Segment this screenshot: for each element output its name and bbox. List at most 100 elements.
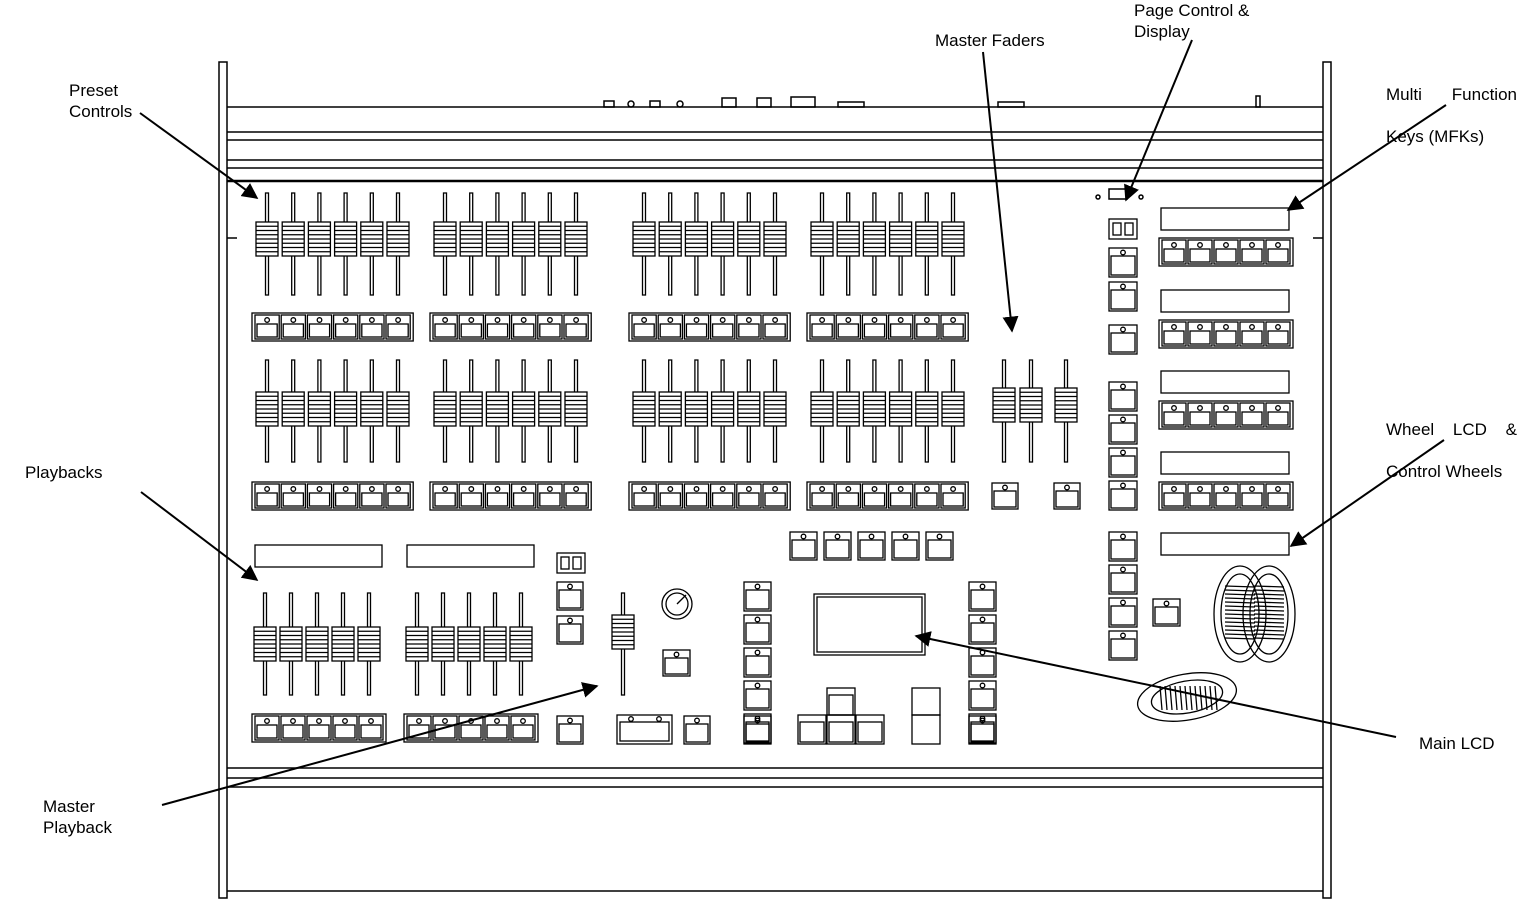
preset-fader[interactable] xyxy=(684,192,709,296)
upper-key[interactable] xyxy=(891,531,920,561)
row-button[interactable] xyxy=(537,483,563,509)
row-button[interactable] xyxy=(254,314,280,340)
preset-fader[interactable] xyxy=(255,359,279,463)
preset-fader[interactable] xyxy=(485,192,510,296)
row-button[interactable] xyxy=(359,483,385,509)
preset-fader[interactable] xyxy=(281,359,305,463)
preset-fader[interactable] xyxy=(710,192,735,296)
cursor-left[interactable] xyxy=(797,714,827,745)
right-column-key[interactable] xyxy=(1108,414,1138,445)
row-button[interactable] xyxy=(1265,402,1291,428)
row-button[interactable] xyxy=(306,715,332,741)
row-button[interactable] xyxy=(332,715,358,741)
row-button[interactable] xyxy=(359,314,385,340)
preset-fader[interactable] xyxy=(737,359,761,463)
row-button[interactable] xyxy=(537,314,563,340)
playback-page-button[interactable] xyxy=(556,581,584,611)
row-button[interactable] xyxy=(306,483,333,509)
row-button[interactable] xyxy=(631,483,657,509)
preset-fader[interactable] xyxy=(485,359,510,463)
playback-fader[interactable] xyxy=(357,592,381,696)
go-button[interactable] xyxy=(556,715,584,745)
function-key[interactable] xyxy=(968,715,997,745)
preset-fader[interactable] xyxy=(763,192,787,296)
row-button[interactable] xyxy=(914,314,940,340)
preset-fader[interactable] xyxy=(658,192,682,296)
cursor-keys[interactable] xyxy=(797,687,941,745)
right-column-key[interactable] xyxy=(1108,597,1138,628)
row-button[interactable] xyxy=(1239,239,1265,265)
preset-fader[interactable] xyxy=(433,192,457,296)
upper-key[interactable] xyxy=(823,531,852,561)
row-button[interactable] xyxy=(762,314,788,340)
preset-fader[interactable] xyxy=(915,359,939,463)
aux-key[interactable] xyxy=(911,714,941,745)
row-button[interactable] xyxy=(1239,321,1265,347)
function-key[interactable] xyxy=(743,680,772,711)
playback-fader[interactable] xyxy=(457,592,481,696)
preset-fader[interactable] xyxy=(941,192,965,296)
row-button[interactable] xyxy=(861,314,888,340)
preset-fader[interactable] xyxy=(836,359,860,463)
row-button[interactable] xyxy=(1213,321,1239,347)
row-button[interactable] xyxy=(683,314,710,340)
preset-fader[interactable] xyxy=(281,192,305,296)
row-button[interactable] xyxy=(332,314,359,340)
function-key[interactable] xyxy=(743,614,772,645)
row-button[interactable] xyxy=(1265,321,1291,347)
preset-fader[interactable] xyxy=(564,192,588,296)
preset-fader[interactable] xyxy=(386,359,410,463)
row-button[interactable] xyxy=(1265,239,1291,265)
preset-fader[interactable] xyxy=(307,359,332,463)
row-button[interactable] xyxy=(1213,483,1239,509)
row-button[interactable] xyxy=(940,314,966,340)
function-key[interactable] xyxy=(743,715,772,745)
row-button[interactable] xyxy=(887,314,914,340)
playback-fader[interactable] xyxy=(331,592,355,696)
row-button[interactable] xyxy=(1187,321,1213,347)
row-button[interactable] xyxy=(306,314,333,340)
row-button[interactable] xyxy=(432,483,458,509)
master-fader[interactable] xyxy=(1019,359,1043,463)
row-button[interactable] xyxy=(736,314,762,340)
row-button[interactable] xyxy=(358,715,384,741)
row-button[interactable] xyxy=(280,715,306,741)
preset-fader[interactable] xyxy=(360,359,384,463)
row-button[interactable] xyxy=(1239,402,1265,428)
row-button[interactable] xyxy=(385,483,411,509)
preset-fader[interactable] xyxy=(658,359,682,463)
playback-fader[interactable] xyxy=(509,592,533,696)
row-button[interactable] xyxy=(385,314,411,340)
row-button[interactable] xyxy=(406,715,432,741)
master-fader[interactable] xyxy=(1054,359,1078,463)
row-button[interactable] xyxy=(709,483,736,509)
row-button[interactable] xyxy=(683,483,710,509)
row-button[interactable] xyxy=(940,483,966,509)
preset-fader[interactable] xyxy=(255,192,279,296)
row-button[interactable] xyxy=(332,483,359,509)
function-key[interactable] xyxy=(968,581,997,612)
preset-fader[interactable] xyxy=(710,359,735,463)
row-button[interactable] xyxy=(432,715,458,741)
row-button[interactable] xyxy=(1161,402,1187,428)
preset-fader[interactable] xyxy=(386,192,410,296)
master-fader-button[interactable] xyxy=(1053,482,1081,510)
right-column-key[interactable] xyxy=(1108,564,1138,595)
preset-fader[interactable] xyxy=(737,192,761,296)
preset-fader[interactable] xyxy=(763,359,787,463)
cursor-down[interactable] xyxy=(826,714,856,745)
master-aux-button[interactable] xyxy=(683,715,711,745)
row-button[interactable] xyxy=(1265,483,1291,509)
function-key[interactable] xyxy=(968,680,997,711)
row-button[interactable] xyxy=(484,483,511,509)
preset-fader[interactable] xyxy=(941,359,965,463)
row-button[interactable] xyxy=(484,715,510,741)
function-key[interactable] xyxy=(743,647,772,678)
row-button[interactable] xyxy=(280,483,307,509)
row-button[interactable] xyxy=(458,314,485,340)
preset-fader[interactable] xyxy=(810,192,834,296)
playback-fader[interactable] xyxy=(405,592,429,696)
right-column-key[interactable] xyxy=(1108,531,1138,562)
row-button[interactable] xyxy=(736,483,762,509)
row-button[interactable] xyxy=(254,715,280,741)
